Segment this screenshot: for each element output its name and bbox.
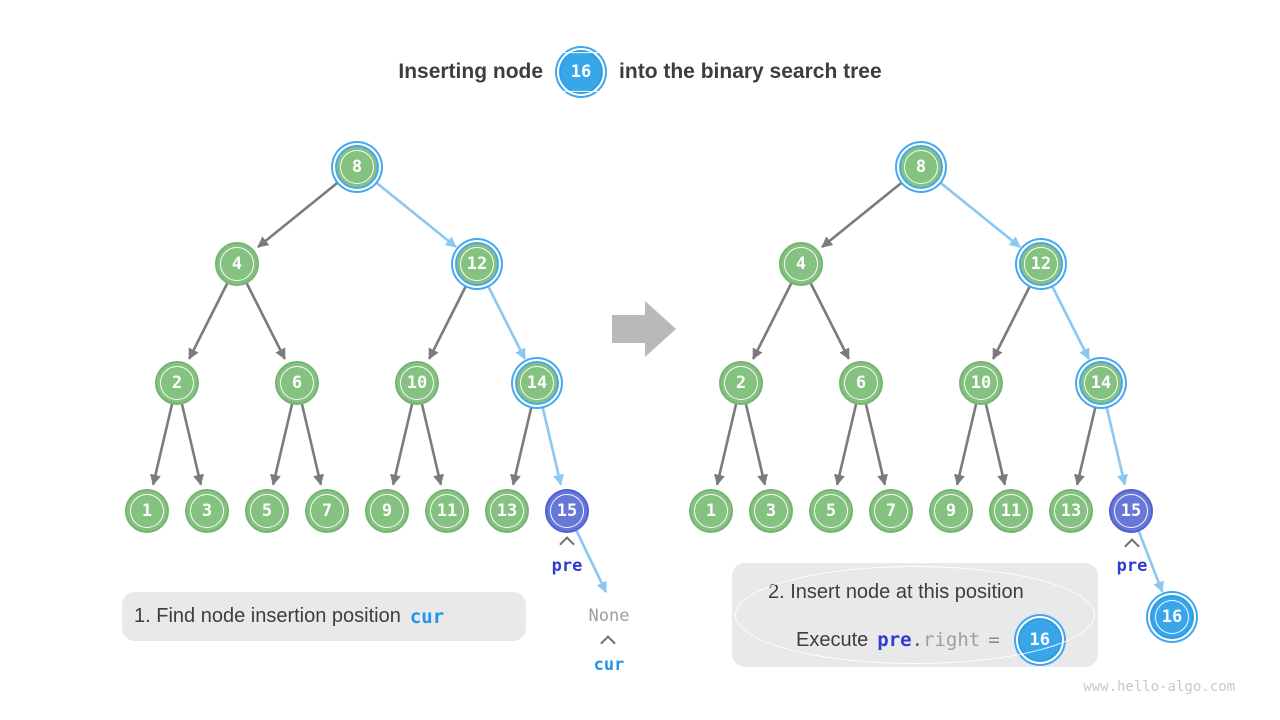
tree-node-right-3: 3 bbox=[749, 489, 793, 533]
caption-step1: 1. Find node insertion position cur bbox=[122, 592, 526, 641]
caption-node-16: 16 bbox=[1017, 618, 1062, 662]
pre-label-left: pre bbox=[551, 556, 583, 576]
tree-node-right-7: 7 bbox=[869, 489, 913, 533]
tree-node-right-13: 13 bbox=[1049, 489, 1093, 533]
tree-node-right-10: 10 bbox=[959, 361, 1003, 405]
tree-node-left-7: 7 bbox=[305, 489, 349, 533]
caption-step1-code-cur: cur bbox=[409, 605, 445, 628]
caption-step2: 2. Insert node at this position Execute … bbox=[732, 563, 1098, 667]
tree-node-right-11: 11 bbox=[989, 489, 1033, 533]
tree-node-left-13: 13 bbox=[485, 489, 529, 533]
watermark: www.hello-algo.com bbox=[1083, 679, 1235, 695]
tree-node-right-1: 1 bbox=[689, 489, 733, 533]
caption-step2-line2: Execute pre . right = 16 bbox=[732, 616, 1098, 664]
cur-label: cur bbox=[593, 655, 625, 675]
tree-node-right-2: 2 bbox=[719, 361, 763, 405]
tree-node-left-11: 11 bbox=[425, 489, 469, 533]
tree-node-right-5: 5 bbox=[809, 489, 853, 533]
tree-node-left-3: 3 bbox=[185, 489, 229, 533]
tree-node-left-4: 4 bbox=[215, 242, 259, 286]
tree-node-right-9: 9 bbox=[929, 489, 973, 533]
tree-node-right-15: 15 bbox=[1109, 489, 1153, 533]
tree-node-left-1: 1 bbox=[125, 489, 169, 533]
tree-node-left-12: 12 bbox=[455, 242, 499, 286]
tree-node-right-12: 12 bbox=[1019, 242, 1063, 286]
tree-node-right-14: 14 bbox=[1079, 361, 1123, 405]
tree-node-left-15: 15 bbox=[545, 489, 589, 533]
tree-node-left-9: 9 bbox=[365, 489, 409, 533]
tree-node-left-8: 8 bbox=[335, 145, 379, 189]
tree-node-left-6: 6 bbox=[275, 361, 319, 405]
tree-node-left-14: 14 bbox=[515, 361, 559, 405]
caption-step1-text: 1. Find node insertion position bbox=[134, 605, 401, 627]
tree-node-left-2: 2 bbox=[155, 361, 199, 405]
pre-label-right: pre bbox=[1116, 556, 1148, 576]
tree-node-left-5: 5 bbox=[245, 489, 289, 533]
title-node-16: 16 bbox=[559, 50, 604, 94]
tree-node-right-6: 6 bbox=[839, 361, 883, 405]
tree-node-right-4: 4 bbox=[779, 242, 823, 286]
tree-node-right-8: 8 bbox=[899, 145, 943, 189]
tree-node-right-16: 16 bbox=[1150, 595, 1194, 639]
transition-arrow-icon bbox=[612, 301, 676, 357]
tree-node-left-10: 10 bbox=[395, 361, 439, 405]
none-label: None bbox=[588, 606, 630, 626]
page-title: Inserting node 16 into the binary search… bbox=[0, 49, 1280, 95]
